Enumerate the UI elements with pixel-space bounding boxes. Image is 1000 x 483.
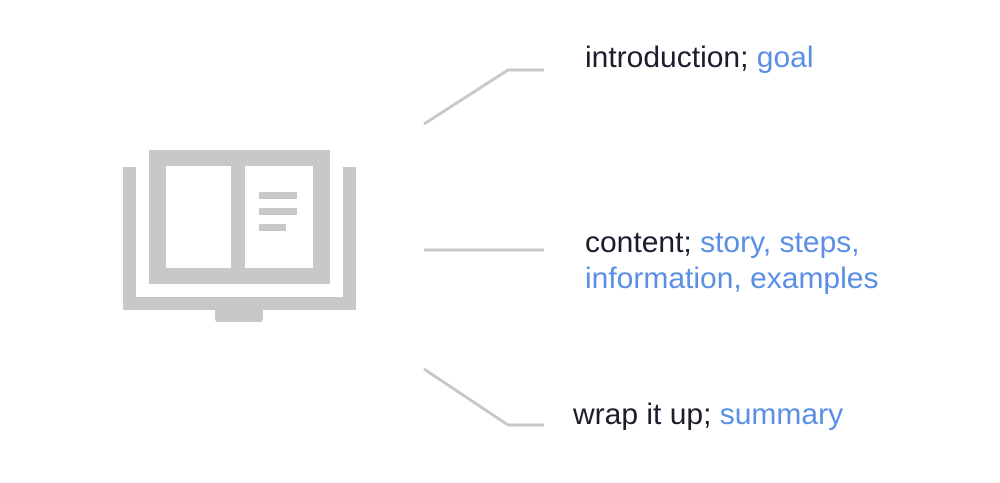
text-line — [259, 192, 297, 199]
detail-summary: summary — [719, 398, 844, 431]
detail-goal: goal — [756, 41, 814, 74]
book-left-page — [166, 166, 231, 268]
book-right-page — [245, 166, 313, 268]
text-line — [259, 224, 286, 231]
book-right-cover — [343, 167, 356, 310]
term-content: content; — [585, 226, 692, 259]
connectors — [423, 68, 544, 427]
detail-story-steps: story, steps, — [700, 226, 860, 259]
page-text-lines — [259, 192, 297, 231]
label-wrap-it-up: wrap it up; summary — [573, 397, 843, 433]
book-spine-tab — [215, 308, 263, 322]
text-line — [259, 208, 297, 215]
connector-bottom — [423, 367, 544, 427]
book-left-cover — [123, 167, 136, 310]
book-base — [123, 297, 356, 310]
connector-top — [423, 68, 544, 126]
label-introduction: introduction; goal — [585, 40, 814, 76]
open-book-icon — [123, 150, 356, 322]
book-pages — [166, 166, 313, 268]
term-introduction: introduction; — [585, 41, 749, 74]
detail-information-examples: information, examples — [585, 262, 879, 295]
label-content: content; story, steps, information, exam… — [585, 225, 878, 297]
term-wrap-it-up: wrap it up; — [573, 398, 712, 431]
